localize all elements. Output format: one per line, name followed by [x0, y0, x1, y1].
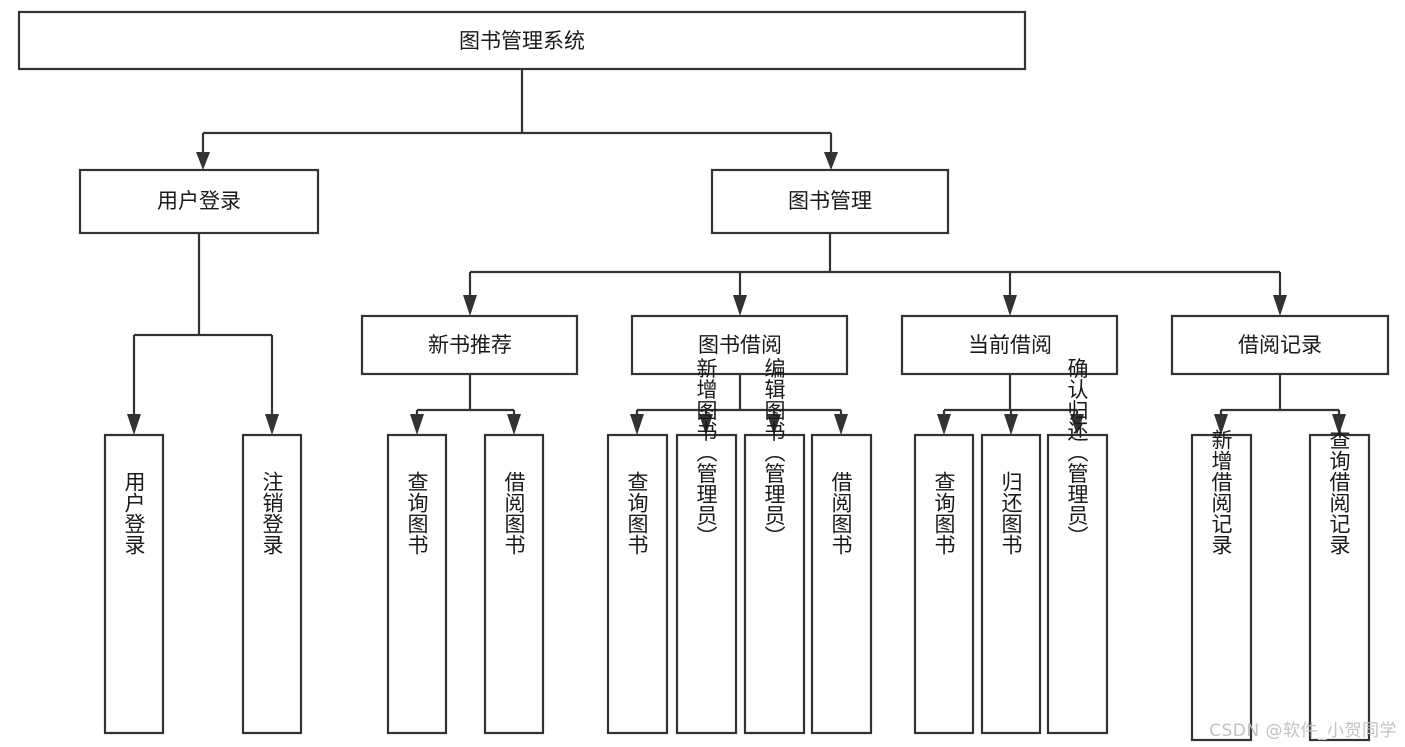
node-book-management-label: 图书管理: [788, 189, 872, 213]
leaf-box: [1308, 433, 1371, 742]
arrow-head-icon: [265, 414, 279, 435]
connector-login-branch: [132, 233, 274, 417]
node-new-book-recommend[interactable]: 新书推荐: [360, 314, 579, 376]
leaf-node-add-borrow-record[interactable]: 新增借阅记录: [1190, 429, 1253, 742]
leaf-label: 查询图书: [625, 471, 649, 555]
node-book-borrow-label: 图书借阅: [698, 333, 782, 357]
leaf-label: 查询图书: [405, 471, 429, 555]
arrow-head-icon: [699, 414, 713, 435]
node-user-login-label: 用户登录: [157, 189, 241, 213]
arrow-head-icon: [1003, 295, 1017, 316]
arrow-head-icon: [1004, 414, 1018, 435]
leaf-label: 新增借阅记录: [1209, 429, 1233, 555]
leaf-box: [1046, 433, 1109, 735]
leaf-box: [810, 433, 873, 735]
leaf-box: [606, 433, 669, 735]
arrow-head-icon: [410, 414, 424, 435]
leaf-box: [675, 433, 738, 735]
arrow-head-icon: [463, 295, 477, 316]
connector-group-borrow-to-leaves: [630, 374, 848, 435]
leaf-label: 用户登录: [122, 471, 146, 555]
node-current-borrow-box: [900, 314, 1119, 376]
node-book-management-box: [710, 168, 950, 235]
node-borrow-records[interactable]: 借阅记录: [1170, 314, 1390, 376]
leaf-label: 归还图书: [999, 471, 1023, 555]
arrow-head-icon: [196, 152, 210, 170]
connector-group-root-to-level2: [196, 69, 838, 170]
leaf-box: [241, 433, 303, 735]
leaf-node-add-book-admin[interactable]: 新增图书（管理员）: [675, 358, 738, 735]
node-book-borrow[interactable]: 图书借阅: [630, 314, 849, 376]
node-root-label: 图书管理系统: [459, 29, 585, 53]
arrow-head-icon: [1214, 414, 1228, 435]
connector-group-current-to-leaves: [937, 374, 1084, 435]
node-new-book-recommend-box: [360, 314, 579, 376]
leaf-label: 查询借阅记录: [1327, 429, 1351, 555]
leaf-node-borrow-books-recommend[interactable]: 借阅图书: [483, 433, 545, 735]
leaf-box: [980, 433, 1042, 735]
leaf-label: 新增图书（管理员）: [694, 358, 718, 547]
leaf-label: 借阅图书: [502, 471, 526, 555]
arrow-head-icon: [733, 295, 747, 316]
arrow-head-icon: [1332, 414, 1346, 435]
leaf-node-logout[interactable]: 注销登录: [241, 433, 303, 735]
connector-newbooks-branch: [415, 374, 516, 417]
node-root-system[interactable]: 图书管理系统: [17, 10, 1027, 71]
connector-group-login-to-leaves: [127, 233, 279, 435]
leaf-node-return-books[interactable]: 归还图书: [980, 433, 1042, 735]
leaf-node-confirm-return-admin[interactable]: 确认归还（管理员）: [1046, 358, 1109, 735]
leaf-label: 借阅图书: [829, 471, 853, 555]
connector-current-branch: [942, 374, 1079, 417]
arrow-head-icon: [767, 414, 781, 435]
node-new-book-recommend-label: 新书推荐: [428, 333, 512, 357]
connector-group-records-to-leaves: [1214, 374, 1346, 435]
leaf-box: [743, 433, 806, 735]
node-book-borrow-box: [630, 314, 849, 376]
node-current-borrow-label: 当前借阅: [968, 333, 1052, 357]
connector-records-branch: [1219, 374, 1341, 417]
leaf-label: 注销登录: [260, 471, 284, 555]
node-borrow-records-label: 借阅记录: [1238, 333, 1322, 357]
node-user-login-box: [78, 168, 320, 235]
node-borrow-records-box: [1170, 314, 1390, 376]
leaf-box: [1190, 433, 1253, 742]
leaf-node-edit-book-admin[interactable]: 编辑图书（管理员）: [743, 358, 806, 735]
arrow-head-icon: [507, 414, 521, 435]
node-user-login[interactable]: 用户登录: [78, 168, 320, 235]
leaf-node-query-books-recommend[interactable]: 查询图书: [386, 433, 448, 735]
csdn-watermark: CSDN @软件_小贺同学: [1209, 721, 1397, 741]
arrow-head-icon: [1070, 414, 1084, 435]
leaf-label: 查询图书: [932, 471, 956, 555]
arrow-head-icon: [630, 414, 644, 435]
leaf-node-user-login[interactable]: 用户登录: [103, 433, 165, 735]
arrow-head-icon: [127, 414, 141, 435]
leaf-box: [483, 433, 545, 735]
leaf-node-borrow-books-borrow[interactable]: 借阅图书: [810, 433, 873, 735]
leaf-box: [386, 433, 448, 735]
arrow-head-icon: [834, 414, 848, 435]
leaf-box: [913, 433, 975, 735]
node-current-borrow[interactable]: 当前借阅: [900, 314, 1119, 376]
connector-group-newbooks-to-leaves: [410, 374, 521, 435]
connector-books-branch: [468, 233, 1282, 298]
leaf-box: [103, 433, 165, 735]
leaf-node-query-books-current[interactable]: 查询图书: [913, 433, 975, 735]
leaf-label: 编辑图书（管理员）: [762, 358, 786, 547]
connector-borrow-branch: [635, 374, 843, 417]
leaf-node-query-books-borrow[interactable]: 查询图书: [606, 433, 669, 735]
leaf-node-query-borrow-record[interactable]: 查询借阅记录: [1308, 429, 1371, 742]
connector-group-books-to-level3: [463, 233, 1287, 316]
leaf-node-group: 用户登录 注销登录 查询图书 借阅图书 查询图书 新增图书（管理员） 编辑图书（…: [103, 358, 1371, 742]
node-root-box: [17, 10, 1027, 71]
leaf-label: 确认归还（管理员）: [1065, 358, 1089, 547]
arrow-head-icon: [937, 414, 951, 435]
connector-root-branch: [201, 69, 833, 155]
arrow-head-icon: [1273, 295, 1287, 316]
node-book-management[interactable]: 图书管理: [710, 168, 950, 235]
arrow-head-icon: [824, 152, 838, 170]
